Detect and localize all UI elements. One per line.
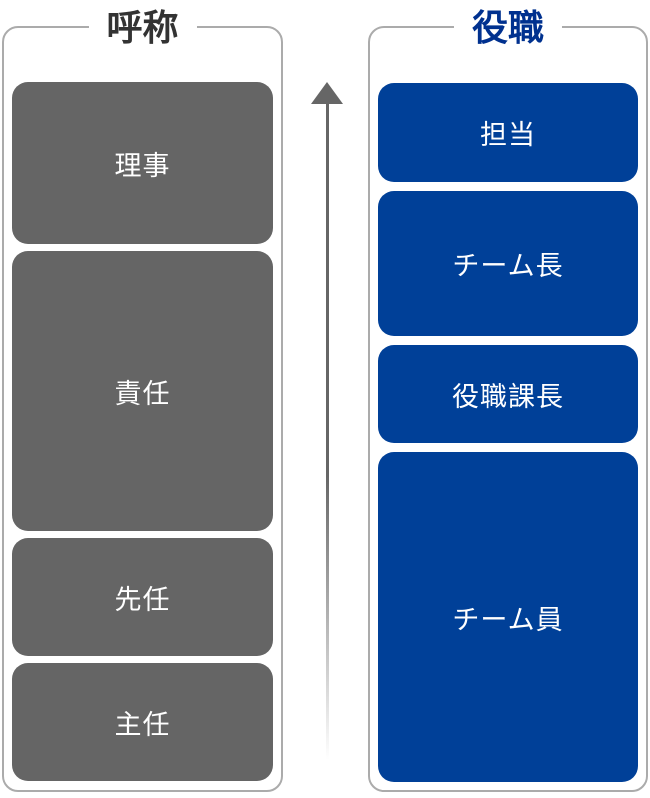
kosho-box-list: 理事 責任 先任 主任 <box>12 82 273 781</box>
up-arrow-icon <box>309 82 345 782</box>
yakushoku-box-tanto: 担当 <box>378 83 638 182</box>
kosho-box-sennin: 先任 <box>12 538 273 656</box>
kosho-group-title: 呼称 <box>88 4 197 52</box>
yakushoku-box-list: 担当 チーム長 役職課長 チーム員 <box>378 83 638 782</box>
yakushoku-box-team-member: チーム員 <box>378 452 638 782</box>
kosho-box-shunin: 主任 <box>12 663 273 781</box>
kosho-box-sekinin: 責任 <box>12 251 273 531</box>
yakushoku-box-section-chief: 役職課長 <box>378 345 638 443</box>
yakushoku-box-team-leader: チーム長 <box>378 191 638 336</box>
yakushoku-group-title: 役職 <box>453 4 563 52</box>
kosho-box-riji: 理事 <box>12 82 273 244</box>
kosho-group-container: 呼称 理事 責任 先任 主任 <box>2 4 283 792</box>
yakushoku-group-container: 役職 担当 チーム長 役職課長 チーム員 <box>368 4 648 792</box>
up-arrow-head <box>311 82 343 104</box>
up-arrow-shaft <box>325 104 329 780</box>
